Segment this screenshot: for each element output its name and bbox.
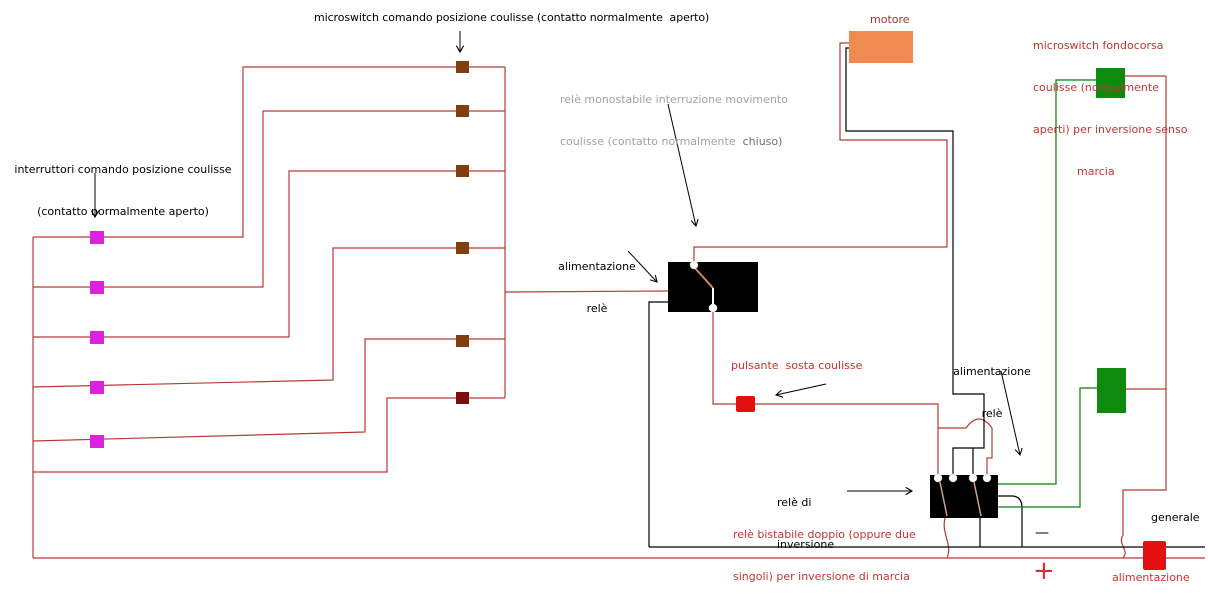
arrow-rele-monostabile <box>667 103 699 228</box>
wire-green-limit2 <box>998 387 1097 508</box>
label-fondocorsa-line1: microswitch fondocorsa <box>1033 39 1164 52</box>
label-rele-monostabile-line2a: coulisse (contatto normalmente <box>560 135 736 148</box>
label-motore: motore <box>870 13 910 26</box>
rele-inversione-terminal-3 <box>968 473 978 483</box>
wire-right-red-vertical <box>1120 76 1167 559</box>
label-pulsante: pulsante sosta coulisse <box>731 359 863 372</box>
label-rele-inversione-line1: relè di <box>777 496 812 509</box>
wire-pulsante-branch-terminal4 <box>938 418 993 474</box>
arrow-alimentazione-rele-right <box>1000 370 1023 457</box>
label-rele-inversione: relè di inversione <box>777 468 834 580</box>
microswitch-fondocorsa-2 <box>1097 368 1126 413</box>
wire-switch-line-3 <box>33 170 505 338</box>
arrow-alimentazione-rele-left <box>627 250 658 283</box>
wire-switch-line-1 <box>33 66 505 238</box>
wire-motor-black <box>845 47 985 474</box>
label-rele-bistabile: relè bistabile doppio (oppure due singol… <box>733 500 916 614</box>
wire-switch-line-5 <box>32 338 505 442</box>
label-fondocorsa-line4: marcia <box>1077 165 1115 178</box>
switch-posizione-2 <box>90 281 104 294</box>
microswitch-posizione-1 <box>456 61 469 73</box>
motore-body <box>849 31 913 63</box>
switch-posizione-1 <box>90 231 104 244</box>
microswitch-posizione-2 <box>456 105 469 117</box>
label-alimentazione: alimentazione <box>1112 571 1190 584</box>
switch-posizione-4 <box>90 381 104 394</box>
label-generale: generale <box>1151 511 1200 524</box>
rele-inversione-terminal-4 <box>982 473 992 483</box>
microswitch-posizione-3 <box>456 165 469 177</box>
microswitch-posizione-5 <box>456 335 469 347</box>
label-fondocorsa-line3: aperti) per inversione senso <box>1033 123 1188 136</box>
label-alim-right-line1: alimentazione <box>953 365 1031 378</box>
label-interruttori-line2: (contatto normalmente aperto) <box>37 205 209 218</box>
label-interruttori: interruttori comando posizione coulisse … <box>8 135 238 247</box>
wire-relay-to-motor-red <box>693 42 948 262</box>
rele-inversione-contact-2 <box>973 481 982 517</box>
label-alim-right-line2: relè <box>981 407 1003 420</box>
microswitch-posizione-6 <box>456 392 469 404</box>
label-rele-bistabile-line1: relè bistabile doppio (oppure due <box>733 528 916 541</box>
rele-monostabile-terminal-bottom <box>708 303 718 313</box>
interruttore-generale <box>1143 541 1166 570</box>
pulsante-sosta-button <box>736 396 755 412</box>
label-rele-monostabile-line1: relè monostabile interruzione movimento <box>560 93 788 106</box>
label-rele-bistabile-line3: motore <box>733 612 916 614</box>
wire-inversion-right-bracket <box>998 495 1023 547</box>
switch-posizione-5 <box>90 435 104 448</box>
plus-sign: + <box>1033 556 1055 586</box>
microswitch-fondocorsa-1 <box>1096 68 1125 98</box>
label-fondocorsa: microswitch fondocorsa coulisse (normalm… <box>1033 11 1187 207</box>
label-rele-monostabile-line2b: chiuso) <box>742 135 783 148</box>
wire-switch-line-2 <box>33 110 505 288</box>
microswitch-posizione-4 <box>456 242 469 254</box>
wire-relay-feed <box>504 290 669 293</box>
switch-posizione-3 <box>90 331 104 344</box>
arrow-pulsante <box>774 383 827 398</box>
label-fondocorsa-line2: coulisse (normalmente <box>1033 81 1159 94</box>
rele-inversione-terminal-2 <box>948 473 958 483</box>
wire-inversion-red-drop <box>943 517 950 559</box>
minus-sign: — <box>1035 525 1049 541</box>
wire-switch-line-6 <box>33 397 505 473</box>
label-alimentazione-rele-left: alimentazione relè <box>551 232 643 344</box>
rele-inversione-contact-1 <box>939 481 948 517</box>
label-alim-left-line1: alimentazione <box>558 260 636 273</box>
label-top-microswitch: microswitch comando posizione coulisse (… <box>314 11 710 24</box>
label-alimentazione-rele-right: alimentazione relè <box>944 337 1040 449</box>
label-rele-inversione-line2: inversione <box>777 538 835 551</box>
wire-green-limit1 <box>998 79 1096 485</box>
label-rele-monostabile: relè monostabile interruzione movimento … <box>560 65 788 177</box>
wire-mono-relay-black-out <box>648 301 668 547</box>
label-rele-bistabile-line2: singoli) per inversione di marcia <box>733 570 910 583</box>
rele-inversione-terminal-1 <box>933 473 943 483</box>
label-interruttori-line1: interruttori comando posizione coulisse <box>14 163 232 176</box>
rele-monostabile-terminal-top <box>689 260 699 270</box>
wire-switch-line-4 <box>32 247 505 388</box>
rele-monostabile-contact <box>693 266 714 289</box>
label-alim-left-line2: relè <box>586 302 608 315</box>
wire-relay-to-pulsante <box>712 312 939 428</box>
